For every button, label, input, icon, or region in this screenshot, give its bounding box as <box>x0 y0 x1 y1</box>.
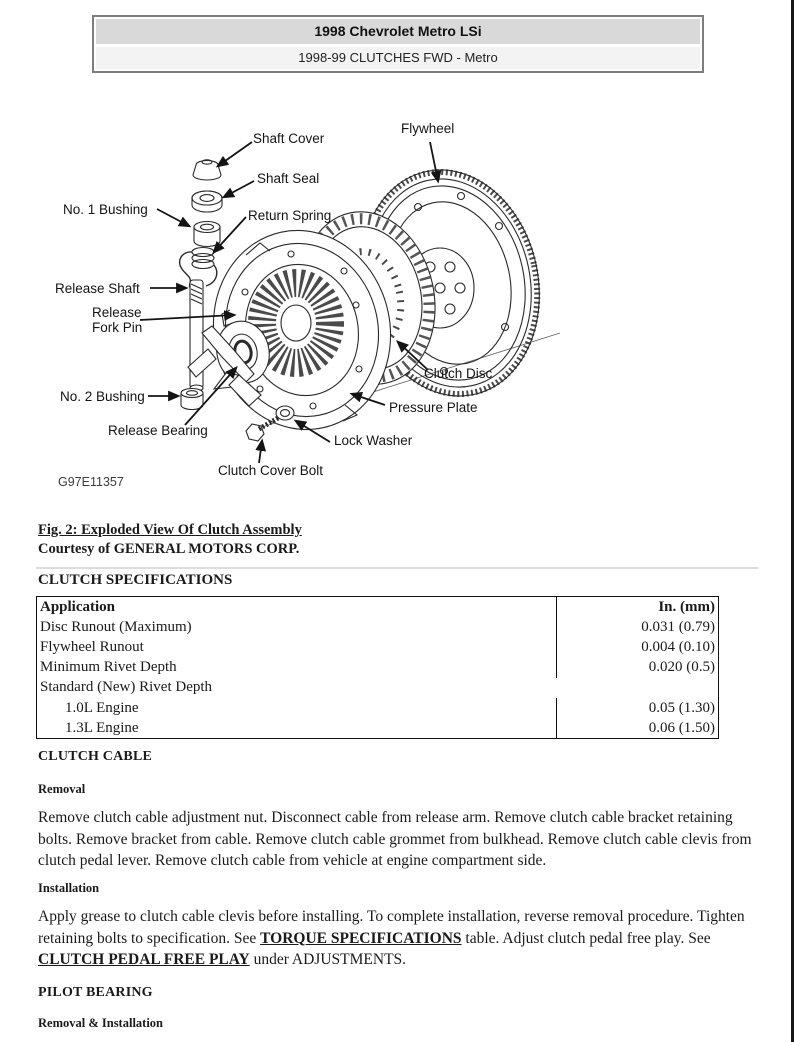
label-lock-washer: Lock Washer <box>334 433 413 448</box>
table-row: 1.0L Engine 0.05 (1.30) <box>37 697 718 719</box>
label-no1-bushing: No. 1 Bushing <box>63 202 148 217</box>
label-shaft-seal: Shaft Seal <box>257 171 320 186</box>
table-header-row: Application In. (mm) <box>37 597 718 618</box>
label-pressure-plate: Pressure Plate <box>389 400 478 415</box>
page-header: 1998 Chevrolet Metro LSi 1998-99 CLUTCHE… <box>92 15 704 73</box>
figure-caption-title[interactable]: Fig. 2: Exploded View Of Clutch Assembly <box>38 522 302 538</box>
col-in-mm: In. (mm) <box>556 597 718 618</box>
figure-id: G97E11357 <box>58 475 124 489</box>
table-row: 1.3L Engine 0.06 (1.50) <box>37 718 718 739</box>
installation-heading: Installation <box>38 881 100 895</box>
removal-paragraph: Remove clutch cable adjustment nut. Disc… <box>38 809 752 869</box>
torque-specifications-link[interactable]: TORQUE SPECIFICATIONS <box>260 929 462 947</box>
col-application: Application <box>40 598 116 615</box>
installation-paragraph: Apply grease to clutch cable clevis befo… <box>38 908 745 968</box>
removal-installation-heading: Removal & Installation <box>38 1016 163 1030</box>
label-release-shaft: Release Shaft <box>55 281 140 296</box>
clutch-cable-heading: CLUTCH CABLE <box>38 749 153 764</box>
clutch-assembly-diagram: Shaft Cover Shaft Seal No. 1 Bushing Ret… <box>40 105 585 505</box>
table-row: Minimum Rivet Depth 0.020 (0.5) <box>37 657 718 678</box>
section-divider <box>36 567 758 569</box>
table-row: Standard (New) Rivet Depth <box>40 679 213 696</box>
specs-heading: CLUTCH SPECIFICATIONS <box>38 572 233 588</box>
figure-caption-courtesy: Courtesy of GENERAL MOTORS CORP. <box>38 541 300 557</box>
clutch-specifications-table: Application In. (mm) Disc Runout (Maximu… <box>36 596 719 740</box>
page-subtitle: 1998-99 CLUTCHES FWD - Metro <box>96 47 700 69</box>
removal-heading: Removal <box>38 782 86 796</box>
figure-caption: Fig. 2: Exploded View Of Clutch Assembly… <box>38 521 302 559</box>
table-row: Flywheel Runout 0.004 (0.10) <box>37 637 718 658</box>
table-row: Disc Runout (Maximum) 0.031 (0.79) <box>37 617 718 638</box>
label-shaft-cover: Shaft Cover <box>253 131 325 146</box>
label-clutch-cover-bolt: Clutch Cover Bolt <box>218 463 324 478</box>
label-flywheel: Flywheel <box>401 121 455 136</box>
clutch-assembly-drawing <box>139 141 561 464</box>
label-clutch-disc: Clutch Disc <box>424 366 493 381</box>
label-return-spring: Return Spring <box>248 208 332 223</box>
page-edge-border <box>791 0 794 1042</box>
label-release-bearing: Release Bearing <box>108 423 208 438</box>
pilot-bearing-heading: PILOT BEARING <box>38 985 153 1000</box>
clutch-pedal-free-play-link[interactable]: CLUTCH PEDAL FREE PLAY <box>38 951 250 968</box>
label-no2-bushing: No. 2 Bushing <box>60 389 145 404</box>
page-title: 1998 Chevrolet Metro LSi <box>96 19 700 44</box>
